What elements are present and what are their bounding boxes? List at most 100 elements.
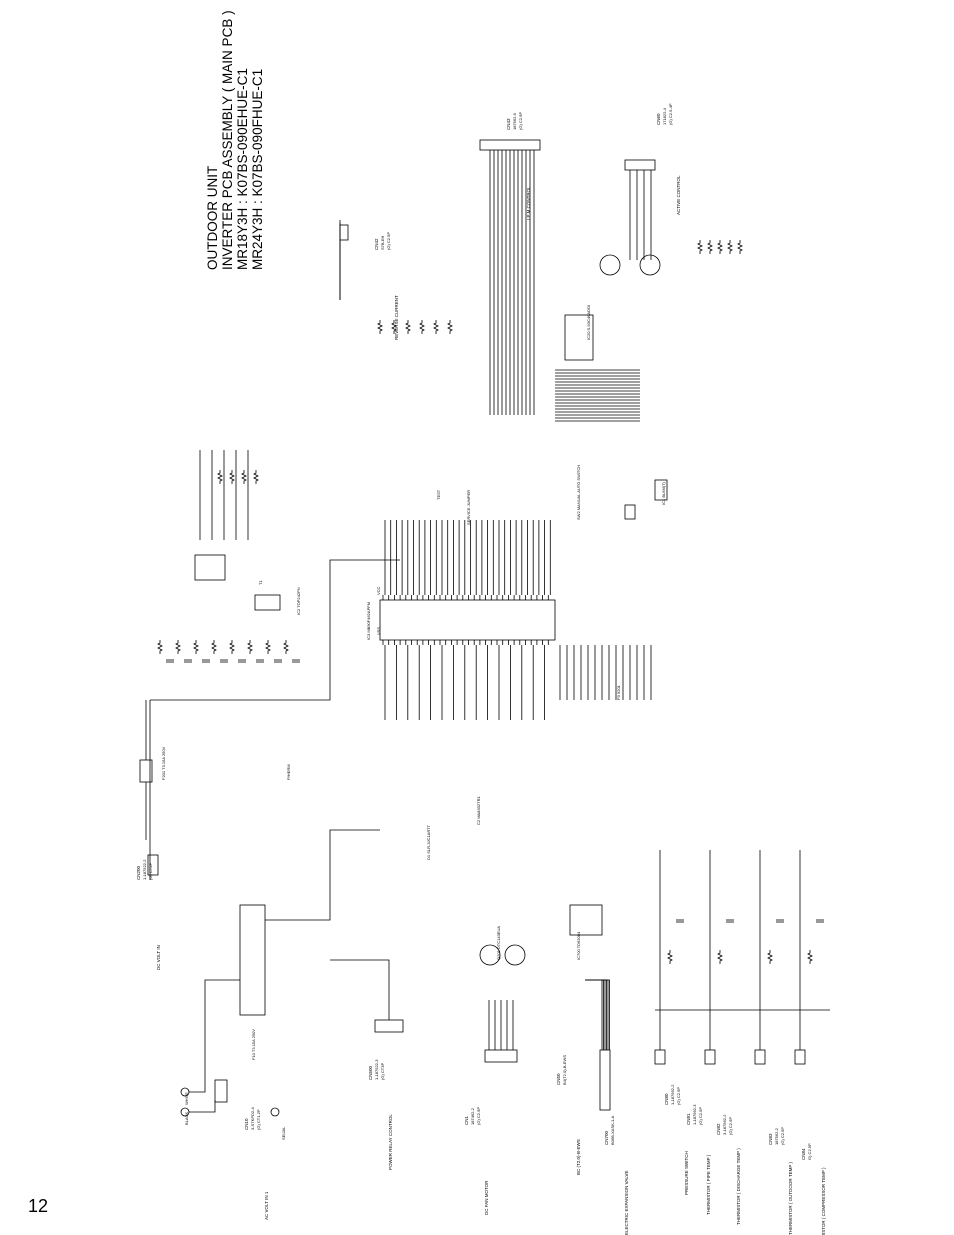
relay-ry1 <box>239 904 266 1016</box>
connector-cn700 <box>599 1049 611 1111</box>
page-number: 12 <box>28 1196 49 1216</box>
transistor-q201 <box>479 944 501 966</box>
resistor <box>253 470 259 484</box>
component-label: IC700 TD62004 <box>576 931 581 960</box>
wire <box>189 979 240 1093</box>
title-line-3: MR18Y3H : K07BS-090EHUE-C1 <box>235 68 250 270</box>
connector-label: THERMISTOR ( OUTDOOR TEMP ) <box>788 1161 793 1235</box>
connector-label: AC VOLT IN 1 <box>264 1191 269 1220</box>
connector-ref: CN42 <box>374 238 379 250</box>
connector-desc: 171822-4 <box>662 107 667 125</box>
resistor <box>377 320 383 334</box>
resistor <box>697 240 703 254</box>
fuse-f10 <box>214 1079 228 1103</box>
component-label: IC2 TOP242PN <box>296 587 301 615</box>
connector-spec: (G) C2.5P <box>386 232 391 250</box>
title-line-2: INVERTER PCB ASSEMBLY ( MAIN PCB ) <box>220 10 235 270</box>
resistor <box>447 320 453 334</box>
connector-ref: CN82 <box>716 1123 721 1135</box>
connector-label: THERMISTOR ( DISCHARGE TEMP ) <box>736 1148 741 1225</box>
connector-desc: 1-187562-2 <box>670 1084 675 1105</box>
connector-label: ACTIVE CONTROL <box>676 175 681 215</box>
connector-desc: S7B-EH <box>380 235 385 250</box>
connector-ref: CN80 <box>664 1093 669 1105</box>
wire <box>265 829 380 921</box>
connector-spec: (G) CT1-2P <box>256 1109 261 1130</box>
misc-label: BLACK <box>184 1112 189 1125</box>
misc-label: VCC <box>376 586 381 595</box>
wire <box>585 979 603 1050</box>
connector-desc: 1-187522-3 <box>374 1059 379 1080</box>
resistor <box>265 640 271 654</box>
connector-cn42 <box>339 224 349 241</box>
terminal-seijal <box>270 1107 280 1117</box>
connector-spec: (G) CT2P <box>148 863 153 880</box>
connector-label: POWER RELAY CONTROL <box>388 1114 393 1170</box>
component-label: C2 MA8332TR1 <box>476 796 481 825</box>
wire <box>585 979 604 1050</box>
connector-desc: 1-187522-2 <box>142 859 147 880</box>
resistor <box>193 640 199 654</box>
component-label: T1 <box>258 580 263 585</box>
connector-spec: (G) C2.5P <box>698 1107 703 1125</box>
resistor <box>391 320 397 334</box>
wire <box>189 1100 216 1113</box>
connector-label: I P M CONTROL <box>526 186 531 220</box>
ic700-td62004 <box>569 904 603 936</box>
resistor <box>667 950 673 964</box>
connector-desc: 3-STKPD2-4 <box>250 1107 255 1130</box>
connector-spec: (G) C2.5P <box>676 1087 681 1105</box>
component-label: TEST <box>436 489 441 500</box>
resistor <box>807 950 813 964</box>
connector-ref: CN500 <box>368 1065 373 1080</box>
component-label: SERVICE JUMPER <box>466 490 471 525</box>
component-label: D1 SLR-3JC1ARTT <box>426 824 431 860</box>
fuse-f201 <box>139 759 153 783</box>
connector-label: THERMISTOR ( PIPE TEMP ) <box>706 1154 711 1215</box>
resistor <box>247 640 253 654</box>
connector-desc: 187462-2 <box>470 1107 475 1125</box>
resistor <box>727 240 733 254</box>
misc-label: P3 9201 <box>616 684 621 700</box>
connector-label: DC FAN MOTOR <box>484 1180 489 1215</box>
resistor <box>717 950 723 964</box>
connector-label: THERMISTOR ( COMPRESSOR TEMP ) <box>821 1167 826 1235</box>
connector-spec: (G) C2.5P <box>780 1127 785 1145</box>
connector-ref: CN1 <box>464 1116 469 1125</box>
misc-label: F10 T3.15A 250V <box>251 1029 256 1060</box>
component-label: SW2 MANUAL AUTO SWITCH <box>576 465 581 520</box>
connector-thermistor <box>654 1049 666 1065</box>
component-label: IC3 MB90F462APFM <box>366 602 371 640</box>
connector-desc: 187562-2 <box>774 1127 779 1145</box>
connector-desc: B06B-XASK-1-A <box>610 1115 615 1145</box>
resistor <box>433 320 439 334</box>
resistor <box>229 640 235 654</box>
ic-main-mcu <box>379 599 556 641</box>
wire <box>150 559 400 701</box>
title-line-1: OUTDOOR UNIT <box>205 165 220 270</box>
transformer-t1 <box>194 554 226 581</box>
connector-cn500 <box>374 1019 404 1033</box>
transistor-q601 <box>599 254 621 276</box>
connector-ref: CN83 <box>768 1133 773 1145</box>
connector-label: DC VOLT IN <box>156 945 161 970</box>
connector-desc: 3-187562-2 <box>722 1114 727 1135</box>
connector-spec: (G) C2.5-4P <box>668 103 673 125</box>
resistor <box>241 470 247 484</box>
connector-label: ELECTRIC EXPANSION VALVE <box>624 1170 629 1235</box>
resistor <box>229 470 235 484</box>
resistor <box>717 240 723 254</box>
connector-ref: CN43 <box>506 118 511 130</box>
connector-ref: CN200 <box>136 865 141 880</box>
connector-thermistor <box>704 1049 716 1065</box>
resistor <box>283 640 289 654</box>
components <box>139 139 824 1117</box>
connector-ref: CN84 <box>801 1148 806 1160</box>
manual-auto-switch <box>624 504 636 520</box>
transistor-q602 <box>639 254 661 276</box>
connector-ref: CN700 <box>604 1130 609 1145</box>
connector-ref: CN81 <box>686 1113 691 1125</box>
connector-ref: CN60 <box>656 113 661 125</box>
connector-thermistor <box>754 1049 766 1065</box>
